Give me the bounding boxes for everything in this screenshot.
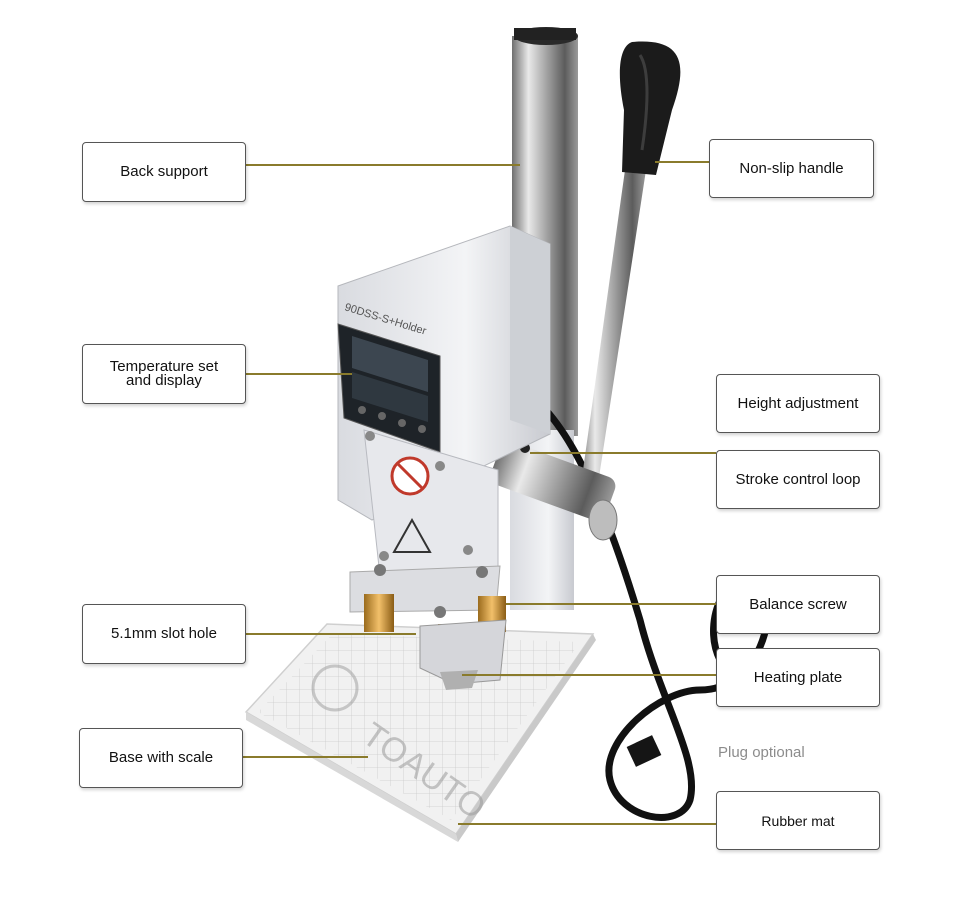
label-slot-hole: 5.1mm slot hole <box>82 604 246 664</box>
label-height-adjustment-text: Height adjustment <box>737 394 859 412</box>
label-rubber-mat-text: Rubber mat <box>761 812 835 829</box>
label-back-support: Back support <box>82 142 246 202</box>
label-heating-plate-text: Heating plate <box>753 668 843 686</box>
label-stroke-control-loop-text: Stroke control loop <box>735 470 861 488</box>
springs-and-plate <box>349 564 507 690</box>
heater-head: 90DSS-S+Holder <box>337 225 551 581</box>
label-non-slip-handle-text: Non-slip handle <box>739 159 844 177</box>
label-base-with-scale-text: Base with scale <box>108 749 214 766</box>
label-back-support-text: Back support <box>120 163 208 180</box>
plug <box>626 735 662 767</box>
stroke-loop <box>490 441 618 541</box>
label-balance-screw-text: Balance screw <box>749 595 847 613</box>
label-base-with-scale: Base with scale <box>79 728 243 788</box>
label-temperature: Temperature set and display <box>82 344 246 404</box>
lever-handle <box>578 41 681 510</box>
label-heating-plate: Heating plate <box>716 648 880 707</box>
base-plate: TOAUTO <box>244 623 596 842</box>
label-balance-screw: Balance screw <box>716 575 880 634</box>
label-rubber-mat: Rubber mat <box>716 791 880 850</box>
label-temperature-text: Temperature set and display <box>109 358 219 389</box>
label-slot-hole-text: 5.1mm slot hole <box>111 625 217 642</box>
leader-lines <box>243 161 716 825</box>
label-stroke-control-loop: Stroke control loop <box>716 450 880 509</box>
plug-optional-note: Plug optional <box>718 744 805 761</box>
label-non-slip-handle: Non-slip handle <box>709 139 874 198</box>
label-height-adjustment: Height adjustment <box>716 374 880 433</box>
